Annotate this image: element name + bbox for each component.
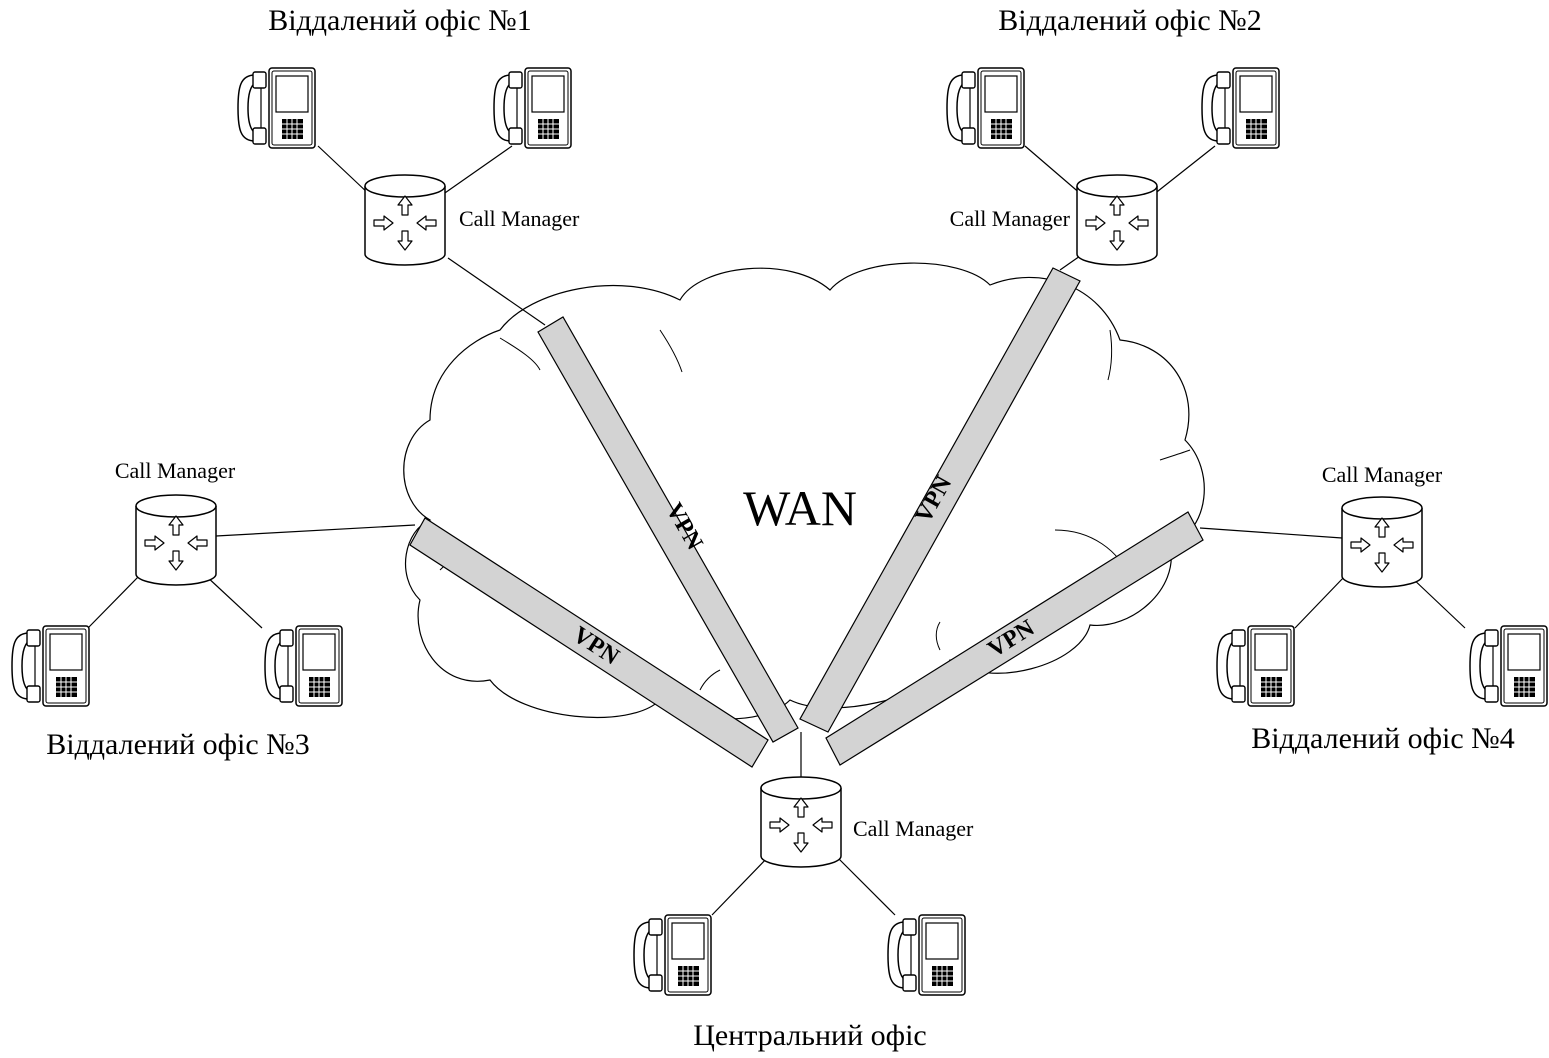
vpn-tunnel-office-1: VPN	[537, 316, 799, 743]
call-manager-server-icon	[364, 174, 446, 266]
ip-phone-icon	[887, 914, 966, 996]
call-manager-label: Call Manager	[115, 458, 236, 483]
ip-phone-icon	[11, 625, 90, 707]
ip-phone-icon	[633, 914, 712, 996]
office-name: Віддалений офіс №4	[1251, 722, 1515, 755]
ip-phone-icon	[237, 67, 316, 149]
remote-office-4: Call Manager Віддалений офіс №4	[1216, 462, 1548, 755]
central-office: Call Manager Центральний офіс	[633, 776, 974, 1052]
vpn-tunnels: VPN VPN VPN VPN	[409, 267, 1204, 768]
call-manager-server-icon	[135, 494, 217, 586]
wan-label: WAN	[743, 480, 857, 536]
ip-phone-icon	[1469, 625, 1548, 707]
call-manager-server-icon	[760, 776, 842, 868]
ip-phone-icon	[264, 625, 343, 707]
ip-phone-icon	[1216, 625, 1295, 707]
ip-phone-icon	[946, 67, 1025, 149]
remote-office-3: Call Manager Віддалений офіс №3	[11, 458, 343, 761]
office-name: Віддалений офіс №3	[46, 728, 310, 761]
remote-office-1: Віддалений офіс №1 Call Manager	[237, 4, 580, 266]
ip-phone-icon	[1201, 67, 1280, 149]
call-manager-label: Call Manager	[1322, 462, 1443, 487]
office-name: Віддалений офіс №2	[998, 4, 1262, 37]
office-name: Центральний офіс	[693, 1019, 927, 1052]
call-manager-server-icon	[1341, 496, 1423, 588]
vpn-tunnel-office-3: VPN	[409, 517, 769, 768]
call-manager-server-icon	[1076, 174, 1158, 266]
connection-lines	[87, 145, 1466, 916]
wan-cloud: WAN	[403, 262, 1205, 720]
call-manager-label: Call Manager	[853, 816, 974, 841]
remote-office-2: Віддалений офіс №2 Call Manager	[946, 4, 1280, 266]
call-manager-label: Call Manager	[950, 206, 1071, 231]
office-name: Віддалений офіс №1	[268, 4, 532, 37]
ip-phone-icon	[493, 67, 572, 149]
call-manager-label: Call Manager	[459, 206, 580, 231]
